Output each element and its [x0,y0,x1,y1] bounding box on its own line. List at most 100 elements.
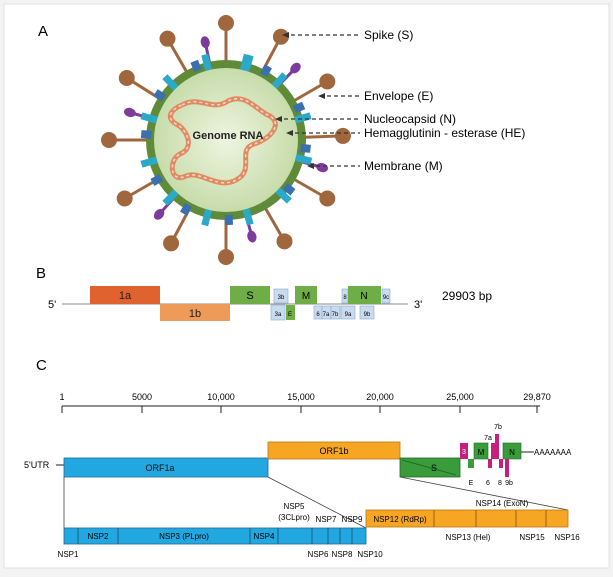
envelope-arrow-icon [318,93,325,99]
gene-3-label: 3 [462,449,466,456]
nsp6-label: NSP6 [308,550,329,559]
gene-8-small-label: 8 [498,480,502,487]
gene-1a-label: 1a [119,290,132,302]
membrane-label: Membrane (M) [364,159,443,173]
spike-head-icon [272,28,289,45]
gene-n-small-label: N [509,448,515,457]
five-prime-label: 5' [48,299,56,311]
gene-s-label: S [246,290,253,302]
s-box-label: S [431,463,437,473]
three-prime-label: 3' [414,299,422,311]
nsp5-label: NSP5 [284,502,305,511]
gene-8-label: 8 [343,295,347,301]
membrane-protein-icon [282,183,296,196]
genome-ruler: 1 5000 10,000 15,000 20,000 25,000 29,87… [59,392,551,413]
gene-9b-box [505,459,509,477]
orf1b-box [267,441,401,460]
spike-head-icon [116,190,133,207]
spike-stalk [303,134,336,139]
envelope-protein-icon [162,189,179,206]
gene-e [286,305,295,320]
envelope-protein-icon [140,156,158,168]
envelope-protein-icon [201,53,212,71]
spike-head-icon [218,15,234,31]
spike-stalk [263,206,283,237]
gene-1b [160,304,230,321]
spike-stalk [292,83,323,103]
gene-3a-label: 3a [275,312,282,318]
genome-length-label: 29903 bp [442,289,492,303]
ruler-label-5000: 5000 [132,392,152,402]
gene-3a [270,304,286,321]
virion-callouts: Spike (S) Envelope (E) Nucleocapsid (N) … [275,28,525,173]
nsp7-label: NSP7 [316,515,337,524]
ruler-label-1: 1 [59,392,64,402]
membrane-protein-icon [140,130,152,139]
gene-7a-box [491,443,495,459]
spike-proteins [101,15,351,265]
s-box-diagonal [401,459,457,476]
virion-illustration: Genome RNA [101,15,351,265]
gene-1a [90,286,160,304]
nsp10-label: NSP10 [357,550,383,559]
gene-m [295,286,317,304]
membrane-protein-icon [224,214,233,226]
he-head-icon [247,230,257,243]
he-arrow-icon [286,130,293,136]
nsp1-label: NSP1 [58,550,79,559]
gene-n-label: N [360,291,367,302]
ruler-label-25000: 25,000 [446,392,474,402]
membrane-protein-icon [300,143,311,153]
he-head-icon [153,208,165,220]
gene-7b-label: 7b [332,312,339,318]
gene-9c-label: 9c [383,295,389,301]
genome-b-genes: 1a 1b S 3b 3a E M 6 7a 7b 8 9a N 9b 9c [90,286,391,321]
envelope-protein-icon [295,154,313,165]
membrane-protein-icon [150,174,164,186]
he-head-icon [200,36,210,49]
orf1a-box [63,457,269,478]
membrane-protein-icon [180,202,192,216]
spike-head-icon [159,30,176,47]
nsp-orf1b-bar [365,509,569,528]
gene-9a [340,305,356,320]
spike-arrow-icon [282,32,289,38]
ruler-label-29870: 29,870 [523,392,551,402]
ruler-label-15000: 15,000 [287,392,315,402]
gene-7b [330,305,341,320]
gene-e-small-label: E [469,480,474,487]
gene-9c [381,288,391,304]
spike-head-icon [276,233,293,250]
gene-6-small-label: 6 [486,480,490,487]
gene-m-small-label: M [478,448,485,457]
membrane-protein-icon [153,89,167,102]
envelope-protein-icon [271,72,288,89]
spike-head-icon [118,69,135,86]
he-head-icon [290,62,301,74]
gene-1b-label: 1b [189,308,201,320]
nsp4-label: NSP4 [254,532,275,541]
gene-7b-box [495,434,499,459]
spike-head-icon [163,235,180,252]
utr-label: 5'UTR [24,460,50,470]
genome-c-map: 5'UTR ORF1a ORF1b S 3 E M 6 7a 7b 8 N 9b… [24,424,572,529]
gene-3b [273,288,289,304]
spike-label: Spike (S) [364,28,413,42]
gene-e-label: E [288,312,292,318]
orf1a-label: ORF1a [145,463,174,473]
membrane-arrow-icon [307,163,314,169]
gene-9b-label: 9b [364,312,371,318]
envelope-protein-icon [294,112,312,124]
genome-rna-label: Genome RNA [193,130,264,142]
gene-7a-label: 7a [323,312,330,318]
panel-a-letter: A [38,23,48,40]
gene-s [230,286,270,304]
gene-e-box [468,459,474,468]
gene-6-label: 6 [316,312,320,318]
gene-8-box [499,459,503,468]
nucleocapsid-arrow-icon [275,116,282,122]
gene-3b-label: 3b [278,295,285,301]
nsp8-label: NSP8 [332,550,353,559]
nsp3-label: NSP3 (PLpro) [159,532,209,541]
